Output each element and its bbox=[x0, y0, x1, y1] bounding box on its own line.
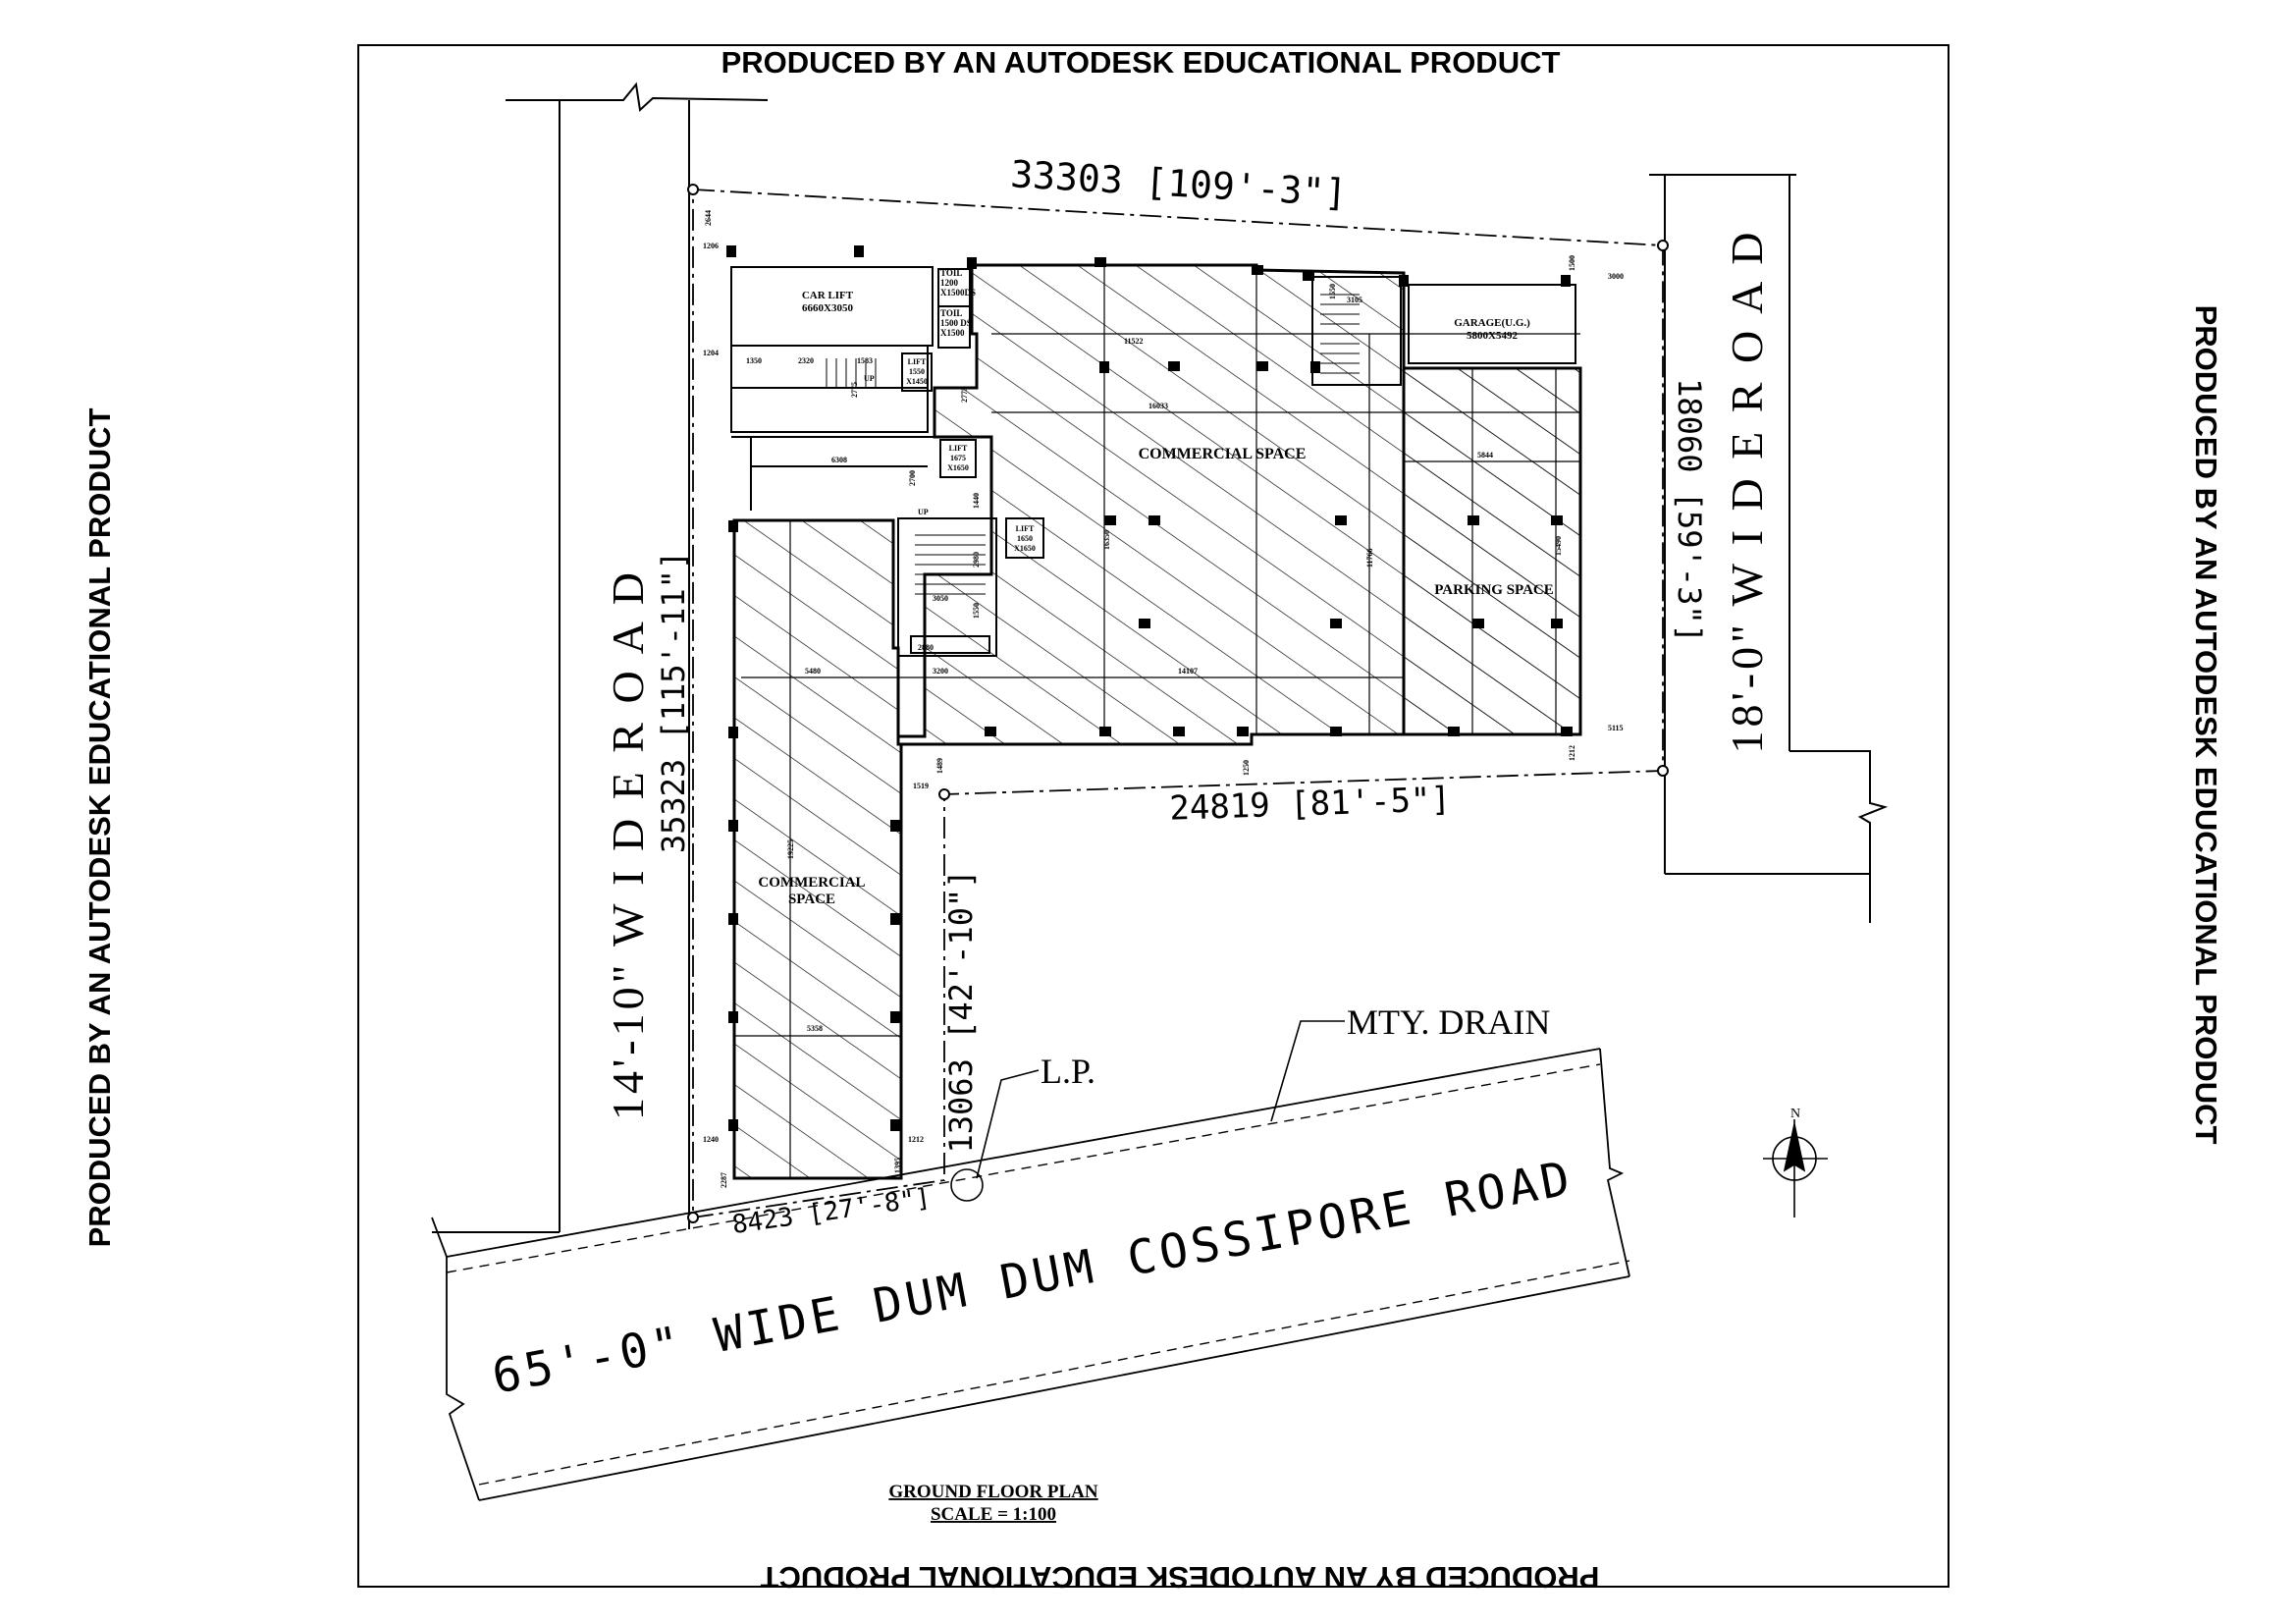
dim-south: 8423 [27'-8"] bbox=[730, 1183, 933, 1240]
svg-text:1240: 1240 bbox=[703, 1135, 719, 1144]
svg-text:1489: 1489 bbox=[935, 758, 944, 774]
lift-2-label-1: LIFT bbox=[949, 444, 968, 453]
svg-text:1395: 1395 bbox=[893, 1158, 902, 1173]
svg-text:2700: 2700 bbox=[908, 470, 917, 486]
commercial-main-label: COMMERCIAL SPACE bbox=[1139, 446, 1307, 462]
north-label: N bbox=[1790, 1107, 1800, 1121]
svg-text:5480: 5480 bbox=[805, 667, 821, 676]
svg-text:5115: 5115 bbox=[1608, 724, 1624, 732]
svg-text:16033: 16033 bbox=[1148, 402, 1168, 410]
watermark-right: PRODUCED BY AN AUTODESK EDUCATIONAL PROD… bbox=[2189, 305, 2223, 1145]
stair-up-label-2: UP bbox=[918, 508, 929, 516]
dim-north: 33303 [109'-3"] bbox=[1009, 152, 1348, 215]
watermark-bottom: PRODUCED BY AN AUTODESK EDUCATIONAL PROD… bbox=[761, 1560, 1600, 1595]
svg-text:1212: 1212 bbox=[1568, 745, 1576, 761]
main-road-label: 65'-0" WIDE DUM DUM COSSIPORE ROAD bbox=[488, 1151, 1577, 1405]
svg-text:3105: 3105 bbox=[1347, 296, 1362, 304]
garage-label-2: 5800X5492 bbox=[1467, 330, 1518, 342]
north-arrow-icon: N bbox=[1763, 1107, 1828, 1217]
svg-text:16350: 16350 bbox=[1102, 530, 1111, 550]
drawing-border bbox=[357, 44, 1949, 1588]
svg-text:2775: 2775 bbox=[960, 387, 969, 403]
svg-text:6308: 6308 bbox=[831, 456, 847, 464]
lift-3-label-2: 1650 bbox=[1017, 534, 1033, 543]
grid-lines bbox=[734, 265, 1580, 1178]
dim-west: 35323 [115'-11"] bbox=[655, 551, 692, 853]
svg-text:1550: 1550 bbox=[972, 603, 981, 619]
watermark-top: PRODUCED BY AN AUTODESK EDUCATIONAL PROD… bbox=[721, 45, 1561, 80]
commercial-space-west bbox=[732, 518, 903, 1180]
svg-text:1519: 1519 bbox=[913, 782, 929, 790]
stair-up-label-1: UP bbox=[864, 374, 875, 383]
main-road bbox=[431, 1048, 1630, 1501]
toilet-label-3: X1500DS bbox=[940, 288, 976, 298]
svg-text:1550: 1550 bbox=[1328, 284, 1337, 299]
lamp-post-label: L.P. bbox=[1041, 1052, 1095, 1091]
commercial-west-label-2: SPACE bbox=[788, 892, 835, 907]
toilet-label-5: 1500 DS bbox=[940, 318, 972, 328]
service-block bbox=[730, 266, 1576, 657]
svg-text:2880: 2880 bbox=[918, 643, 934, 652]
svg-text:2287: 2287 bbox=[720, 1172, 728, 1188]
toilet-label-2: 1200 bbox=[940, 278, 959, 288]
svg-text:2775: 2775 bbox=[850, 382, 859, 398]
dim-east: 18060 [59'-3"] bbox=[1671, 378, 1708, 643]
east-road-label: 18'-0" W I D E R O A D bbox=[1722, 228, 1772, 753]
svg-text:19225: 19225 bbox=[786, 839, 795, 859]
svg-text:5358: 5358 bbox=[807, 1024, 823, 1033]
lift-2-label-3: X1650 bbox=[947, 463, 969, 472]
svg-text:2644: 2644 bbox=[704, 210, 713, 226]
plan-scale: SCALE = 1:100 bbox=[931, 1504, 1056, 1525]
garage-label-1: GARAGE(U.G.) bbox=[1454, 317, 1530, 329]
svg-text:2320: 2320 bbox=[798, 356, 814, 365]
car-lift-label-1: CAR LIFT bbox=[802, 290, 854, 301]
hatched-areas bbox=[732, 263, 1582, 1180]
toilet-label-6: X1500 bbox=[940, 328, 965, 338]
dim-mid: 24819 [81'-5"] bbox=[1169, 780, 1452, 828]
svg-text:1250: 1250 bbox=[1242, 760, 1251, 776]
toilet-label-4: TOIL bbox=[940, 308, 962, 318]
svg-text:1583: 1583 bbox=[857, 356, 873, 365]
parking-space bbox=[1402, 366, 1582, 736]
svg-text:1212: 1212 bbox=[908, 1135, 924, 1144]
dim-southwest: 13063 [42'-10"] bbox=[942, 870, 980, 1154]
svg-text:1500: 1500 bbox=[1568, 255, 1576, 271]
parking-label: PARKING SPACE bbox=[1434, 582, 1554, 598]
east-road-edges bbox=[1649, 174, 1889, 923]
svg-text:3200: 3200 bbox=[933, 667, 948, 676]
svg-text:11766: 11766 bbox=[1365, 548, 1374, 568]
svg-text:5844: 5844 bbox=[1477, 451, 1493, 460]
svg-text:2980: 2980 bbox=[972, 552, 981, 568]
svg-text:1204: 1204 bbox=[703, 349, 719, 357]
svg-text:14107: 14107 bbox=[1178, 667, 1198, 676]
plan-title: GROUND FLOOR PLAN bbox=[888, 1482, 1098, 1502]
lift-1-label-2: 1550 bbox=[909, 367, 925, 376]
drain-label: MTY. DRAIN bbox=[1347, 1002, 1550, 1042]
svg-text:3000: 3000 bbox=[1608, 272, 1624, 281]
watermark-left: PRODUCED BY AN AUTODESK EDUCATIONAL PROD… bbox=[82, 408, 117, 1248]
leaders bbox=[950, 1020, 1345, 1202]
svg-text:1350: 1350 bbox=[746, 356, 762, 365]
boundary-markers bbox=[687, 184, 1669, 1223]
toilet-label-1: TOIL bbox=[940, 268, 962, 278]
svg-text:1206: 1206 bbox=[703, 242, 719, 250]
lift-3-label-1: LIFT bbox=[1016, 524, 1035, 533]
car-lift-label-2: 6660X3050 bbox=[802, 302, 853, 314]
lift-2-label-2: 1675 bbox=[950, 454, 966, 462]
structural-columns bbox=[726, 245, 1573, 1131]
svg-text:11522: 11522 bbox=[1124, 337, 1144, 346]
small-dimensions: 1206 2644 1204 1350 2320 1583 2775 2775 … bbox=[703, 210, 1624, 1188]
svg-text:1440: 1440 bbox=[972, 493, 981, 509]
stair-treads bbox=[826, 294, 1360, 595]
lift-3-label-3: X1650 bbox=[1014, 544, 1036, 553]
lift-1-label-1: LIFT bbox=[908, 357, 927, 366]
commercial-west-label-1: COMMERCIAL bbox=[758, 875, 865, 891]
svg-text:15490: 15490 bbox=[1554, 536, 1563, 556]
svg-text:3050: 3050 bbox=[933, 594, 948, 603]
west-road-label: 14'-10" W I D E R O A D bbox=[603, 568, 653, 1120]
lift-1-label-3: X1450 bbox=[906, 377, 928, 386]
west-road-edges bbox=[432, 81, 769, 1233]
